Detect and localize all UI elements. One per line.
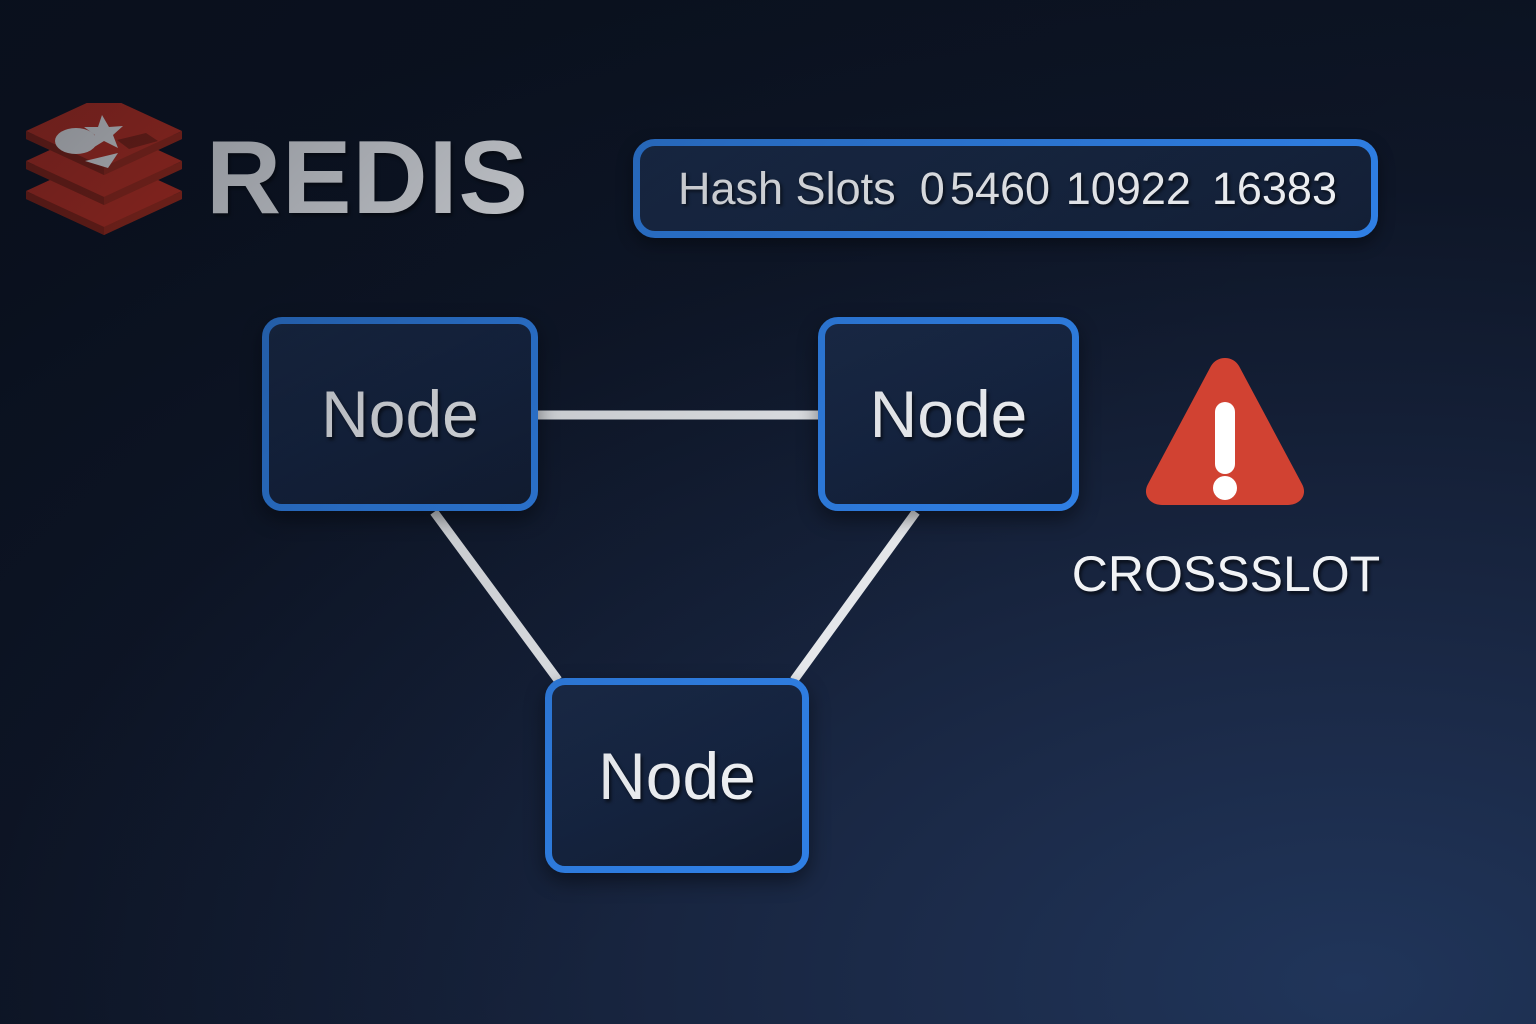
- hash-slot-value-1: 5460: [949, 162, 1051, 214]
- node-label: Node: [321, 377, 479, 451]
- node-label: Node: [869, 377, 1028, 451]
- redis-logo-icon: [26, 103, 182, 235]
- edge-topleft-bottom: [430, 509, 562, 683]
- node-top-right[interactable]: Node: [818, 317, 1079, 511]
- hash-slot-value-2: 10922: [1065, 162, 1191, 214]
- crossslot-label: CROSSSLOT: [1071, 546, 1381, 602]
- edge-topright-bottom: [790, 509, 920, 683]
- node-bottom[interactable]: Node: [545, 678, 809, 873]
- node-label: Node: [598, 738, 756, 813]
- hash-slot-value-3: 16383: [1211, 162, 1337, 214]
- node-top-left[interactable]: Node: [262, 317, 538, 511]
- redis-wordmark: REDIS: [206, 120, 529, 236]
- hash-slots-content: Hash Slots 0 5460 10922 16383: [640, 163, 1371, 215]
- hash-slots-bar[interactable]: Hash Slots 0 5460 10922 16383: [633, 139, 1378, 238]
- hash-slot-value-0: 0: [919, 162, 945, 214]
- warning-triangle-icon: [1145, 358, 1305, 505]
- hash-slots-label: Hash Slots: [678, 162, 896, 214]
